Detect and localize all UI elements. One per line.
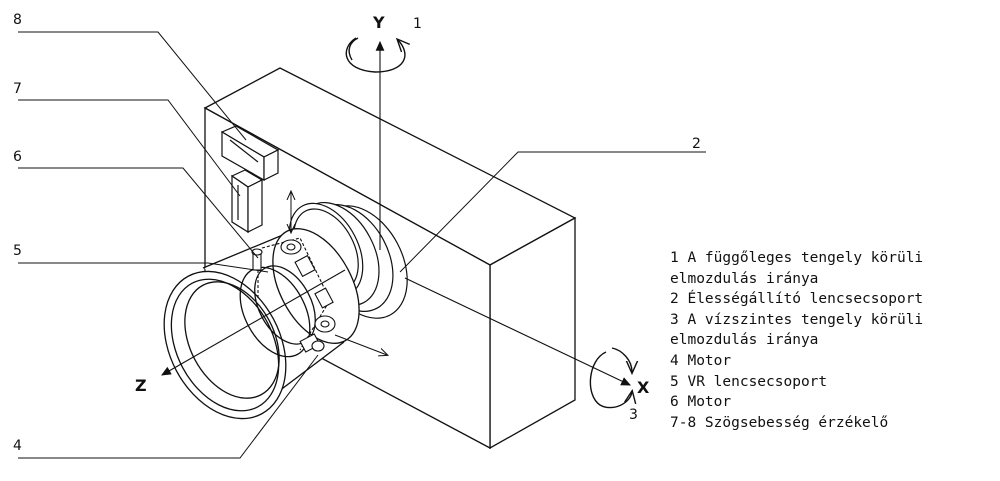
callout-4: 4 bbox=[13, 438, 22, 454]
legend-line: elmozdulás iránya bbox=[670, 332, 819, 349]
legend-line: 1 A függőleges tengely körüli bbox=[670, 250, 924, 266]
callout-3: 3 bbox=[629, 407, 638, 423]
callout-2: 2 bbox=[692, 136, 701, 152]
legend-line: 3 A vízszintes tengely körüli bbox=[670, 311, 924, 328]
callout-1: 1 bbox=[413, 16, 422, 32]
legend: 1 A függőleges tengely körüli elmozdulás… bbox=[670, 248, 923, 433]
callout-7: 7 bbox=[13, 81, 22, 97]
angular-velocity-sensors bbox=[220, 125, 280, 234]
callout-8: 8 bbox=[13, 12, 22, 28]
callout-6: 6 bbox=[13, 149, 22, 165]
legend-line: elmozdulás iránya bbox=[670, 270, 819, 287]
legend-line: 4 Motor bbox=[670, 352, 732, 369]
rotation-arrows bbox=[345, 37, 632, 409]
legend-line: 7-8 Szögsebesség érzékelő bbox=[670, 414, 889, 431]
axis-x-label: X bbox=[637, 378, 650, 397]
callout-5: 5 bbox=[13, 243, 22, 259]
legend-line: 2 Élességállító lencsecsoport bbox=[670, 291, 924, 308]
vr-lens-group bbox=[163, 228, 360, 420]
axis-y-label: Y bbox=[372, 13, 385, 32]
callout-leaders bbox=[18, 31, 706, 459]
motor-mechanism bbox=[251, 237, 336, 353]
axis-z-label: Z bbox=[135, 376, 147, 395]
legend-line: 5 VR lencsecsoport bbox=[670, 373, 828, 390]
movement-arrows bbox=[291, 192, 387, 355]
legend-line: 6 Motor bbox=[670, 394, 732, 411]
